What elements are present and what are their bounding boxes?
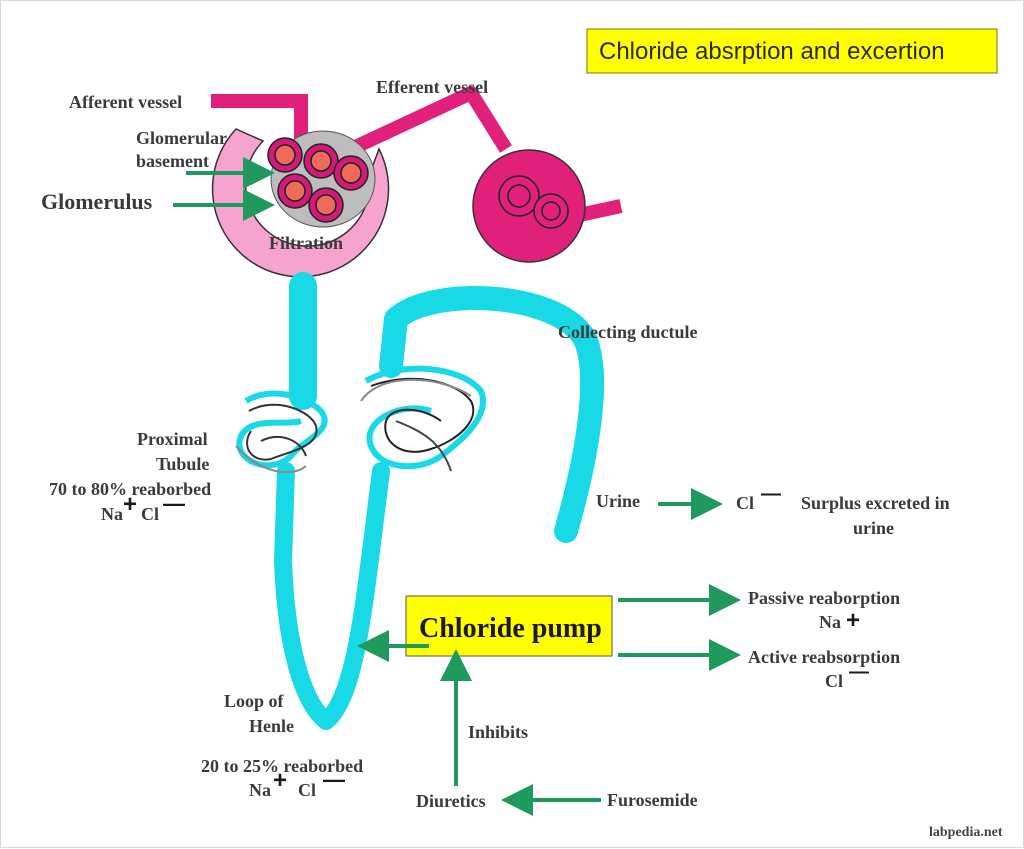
proximal-tubule-label: Tubule bbox=[156, 454, 209, 474]
passive-reabsorption-label: Passive reaborption bbox=[748, 588, 900, 608]
loop-cl-label: Cl bbox=[298, 780, 316, 800]
afferent-vessel-label: Afferent vessel bbox=[69, 92, 182, 112]
proximal-convolution bbox=[235, 390, 328, 474]
arrows bbox=[173, 157, 741, 816]
glomerular-basement-label: basement bbox=[136, 151, 209, 171]
capillary-loop bbox=[277, 173, 313, 209]
passive-na-plus: + bbox=[846, 607, 860, 634]
proximal-cl-minus: — bbox=[163, 491, 185, 516]
diuretics-label: Diuretics bbox=[416, 791, 486, 811]
glomerulus-tuft bbox=[267, 130, 376, 228]
chloride-pump-box bbox=[405, 595, 613, 657]
watermark: labpedia.net bbox=[929, 825, 1003, 840]
capillary-loop bbox=[267, 137, 303, 173]
glomerular-basement-label: Glomerular bbox=[136, 128, 227, 148]
title: Chloride absrption and excertion bbox=[599, 38, 945, 65]
proximal-tubule-label: Proximal bbox=[137, 429, 208, 449]
loop-cl-minus: — bbox=[323, 767, 345, 792]
active-reabsorption-label: Active reabsorption bbox=[748, 647, 900, 667]
filtration-label: Filtration bbox=[269, 233, 343, 253]
capillary-loop bbox=[333, 155, 369, 191]
title-box bbox=[586, 28, 998, 74]
chloride-pump-label: Chloride pump bbox=[419, 613, 602, 644]
inhibits-label: Inhibits bbox=[468, 722, 528, 742]
passive-na-label: Na bbox=[819, 612, 841, 632]
distal-convolution bbox=[360, 365, 486, 472]
proximal-na-plus: + bbox=[123, 491, 137, 518]
bowman-capsule bbox=[211, 128, 390, 278]
renal-tubule bbox=[274, 272, 605, 730]
active-cl-label: Cl bbox=[825, 671, 843, 691]
efferent-vessel bbox=[348, 86, 512, 156]
surplus-label: urine bbox=[853, 518, 894, 538]
loop-na-label: Na bbox=[249, 780, 271, 800]
loop-of-henle-label: Henle bbox=[249, 716, 294, 736]
capillary-loop bbox=[308, 187, 344, 223]
urine-cl-minus: — bbox=[761, 483, 781, 505]
proximal-cl-label: Cl bbox=[141, 504, 159, 524]
capillary-cell-inner bbox=[507, 184, 531, 208]
loop-of-henle-label: Loop of bbox=[224, 691, 285, 711]
proximal-reabsorbed-label: 70 to 80% reaborbed bbox=[49, 479, 211, 499]
glomerulus-label: Glomerulus bbox=[41, 189, 153, 214]
efferent-vessel-label: Efferent vessel bbox=[376, 77, 488, 97]
loop-reabsorbed-label: 20 to 25% reaborbed bbox=[201, 756, 363, 776]
urine-label: Urine bbox=[596, 491, 640, 511]
afferent-vessel bbox=[211, 94, 308, 141]
collecting-ductule-label: Collecting ductule bbox=[558, 322, 698, 342]
surplus-label: Surplus excreted in bbox=[801, 493, 950, 513]
loop-na-plus: + bbox=[273, 767, 287, 794]
capillary-cell-inner bbox=[541, 201, 561, 221]
active-cl-minus: — bbox=[849, 661, 869, 683]
urine-cl-label: Cl bbox=[736, 493, 754, 513]
proximal-na-label: Na bbox=[101, 504, 123, 524]
capillary-loop bbox=[303, 143, 339, 179]
furosemide-label: Furosemide bbox=[607, 790, 698, 810]
